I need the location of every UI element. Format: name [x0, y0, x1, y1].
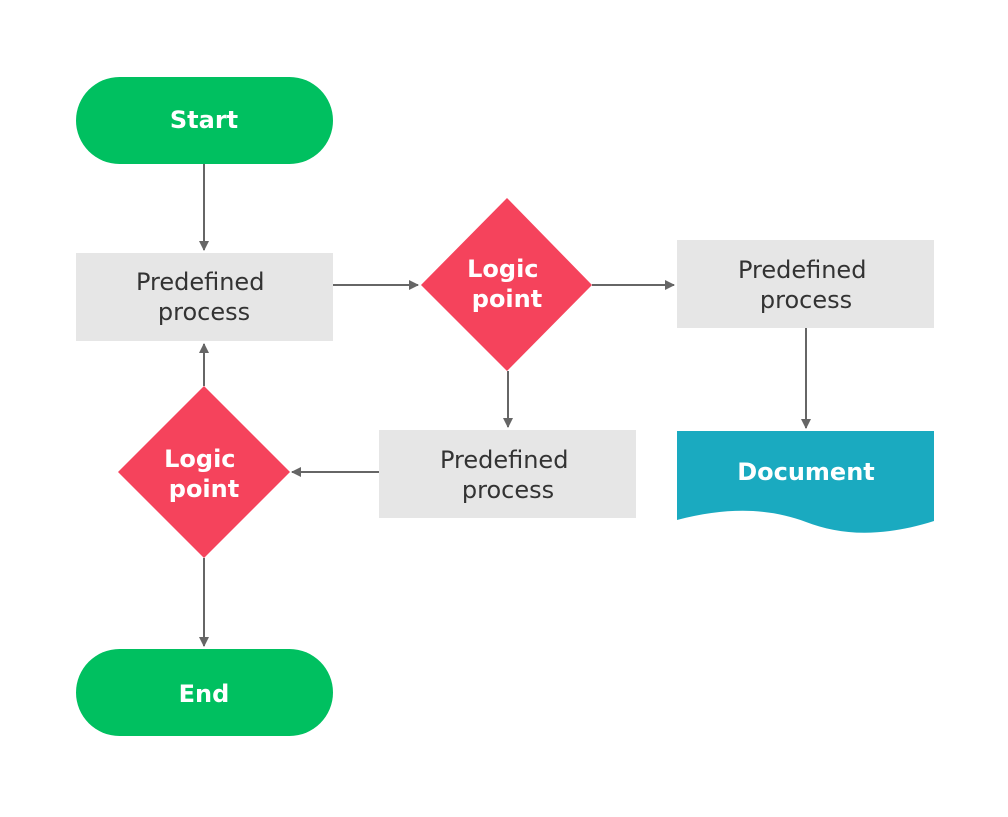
- end-terminal-shape: [76, 649, 333, 736]
- decision-2-line1: Logic: [164, 445, 235, 473]
- connectors: [199, 164, 811, 647]
- end-terminal: End: [76, 649, 333, 736]
- process-box-3: Predefined process: [379, 430, 636, 518]
- decision-2-shape: [118, 386, 290, 558]
- process-box-1-shape: [76, 253, 333, 341]
- document-label: Document: [737, 458, 875, 486]
- end-label: End: [179, 680, 230, 708]
- decision-1-label: Logic point: [467, 255, 547, 313]
- process-box-2-line1: Predefined: [738, 256, 866, 284]
- decision-2-line2: point: [169, 475, 239, 503]
- start-terminal-shape: [76, 77, 333, 164]
- start-terminal: Start: [76, 77, 333, 164]
- process-box-2-label: Predefined process: [738, 256, 874, 314]
- start-label: Start: [170, 106, 238, 134]
- process-box-2-shape: [677, 240, 934, 328]
- process-box-2: Predefined process: [677, 240, 934, 328]
- decision-2: Logic point: [118, 386, 290, 558]
- decision-1: Logic point: [421, 198, 592, 371]
- process-box-3-line1: Predefined: [440, 446, 568, 474]
- process-box-2-line2: process: [760, 286, 852, 314]
- decision-1-line1: Logic: [467, 255, 538, 283]
- process-box-1-line2: process: [158, 298, 250, 326]
- document-shape: [677, 431, 934, 533]
- decision-2-label: Logic point: [164, 445, 244, 503]
- process-box-1-label: Predefined process: [136, 268, 272, 326]
- document-node: Document: [677, 431, 934, 533]
- process-box-3-label: Predefined process: [440, 446, 576, 504]
- process-box-1-line1: Predefined: [136, 268, 264, 296]
- decision-1-shape: [421, 198, 592, 371]
- process-box-3-line2: process: [462, 476, 554, 504]
- process-box-3-shape: [379, 430, 636, 518]
- decision-1-line2: point: [472, 285, 542, 313]
- process-box-1: Predefined process: [76, 253, 333, 341]
